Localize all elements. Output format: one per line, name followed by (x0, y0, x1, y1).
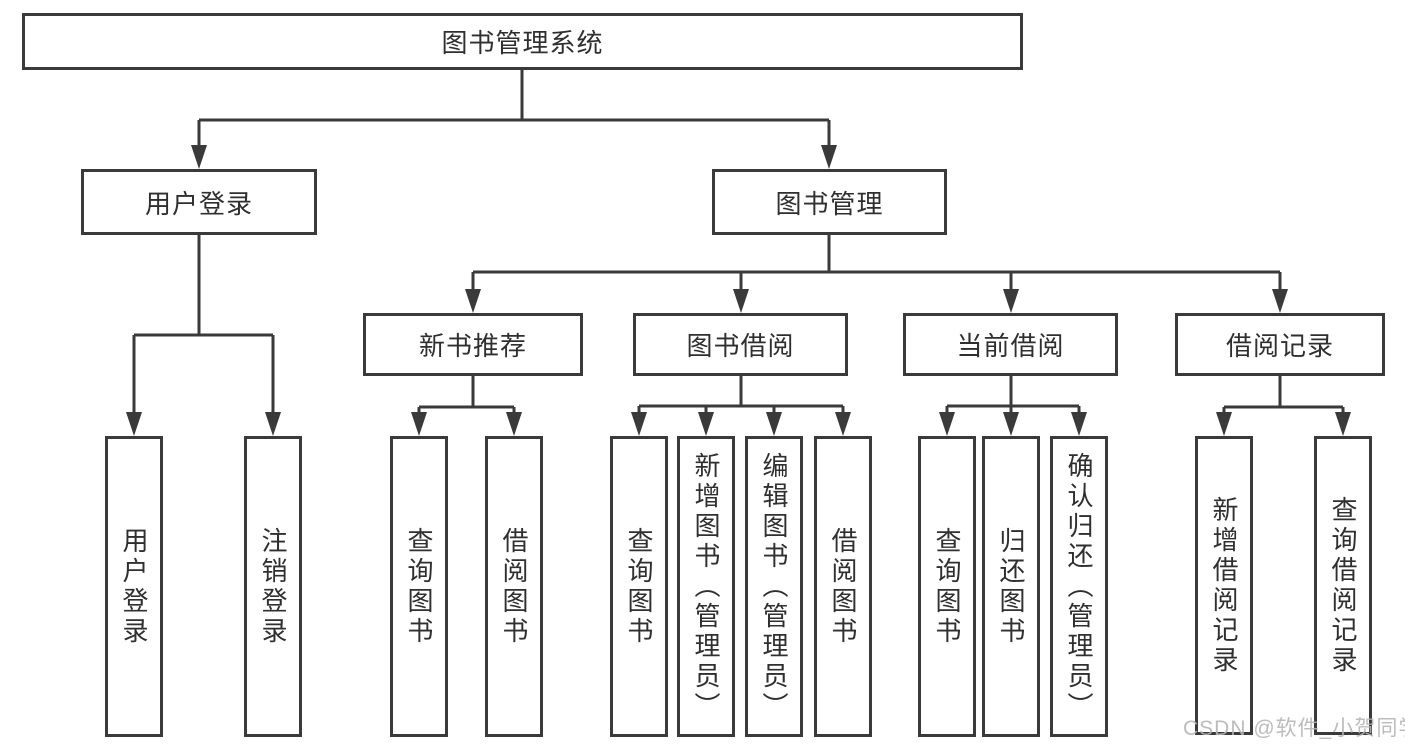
node-root-system: 图书管理系统 (22, 13, 1023, 70)
node-book-management: 图书管理 (712, 169, 947, 235)
leaf-edit-books-admin: 编辑图书（管理员） (745, 436, 803, 737)
leaf-query-borrow-record: 查询借阅记录 (1314, 436, 1372, 735)
leaf-add-books-admin: 新增图书（管理员） (677, 436, 735, 737)
leaf-add-borrow-record: 新增借阅记录 (1195, 436, 1253, 735)
leaf-label: 查询借阅记录 (1328, 495, 1358, 676)
leaf-label: 借阅图书 (499, 526, 529, 647)
leaf-borrow-books: 借阅图书 (814, 436, 872, 737)
leaf-return-books: 归还图书 (982, 436, 1040, 737)
node-user-login: 用户登录 (81, 169, 317, 235)
leaf-label: 注销登录 (258, 526, 288, 647)
leaf-confirm-return-admin: 确认归还（管理员） (1050, 436, 1108, 737)
leaf-label: 编辑图书（管理员） (759, 451, 789, 722)
leaf-query-books-borrow: 查询图书 (610, 436, 668, 737)
leaf-label: 用户登录 (119, 526, 149, 647)
leaf-query-books-current: 查询图书 (918, 436, 976, 737)
node-borrow-records: 借阅记录 (1175, 313, 1385, 376)
leaf-label: 查询图书 (404, 526, 434, 647)
node-new-book-recommend: 新书推荐 (363, 313, 583, 376)
leaf-user-login: 用户登录 (105, 436, 163, 737)
leaf-label: 归还图书 (996, 526, 1026, 647)
leaf-label: 新增图书（管理员） (691, 451, 721, 722)
leaf-borrow-books-recommend: 借阅图书 (485, 436, 543, 737)
leaf-logout: 注销登录 (244, 436, 302, 737)
node-current-borrow: 当前借阅 (903, 313, 1118, 376)
leaf-label: 确认归还（管理员） (1064, 451, 1094, 722)
leaf-query-books-recommend: 查询图书 (390, 436, 448, 737)
watermark: CSDN @软件_小贺同学 (1183, 717, 1405, 740)
leaf-label: 新增借阅记录 (1209, 495, 1239, 676)
leaf-label: 借阅图书 (828, 526, 858, 647)
node-book-borrow: 图书借阅 (633, 313, 848, 376)
leaf-label: 查询图书 (624, 526, 654, 647)
leaf-label: 查询图书 (932, 526, 962, 647)
